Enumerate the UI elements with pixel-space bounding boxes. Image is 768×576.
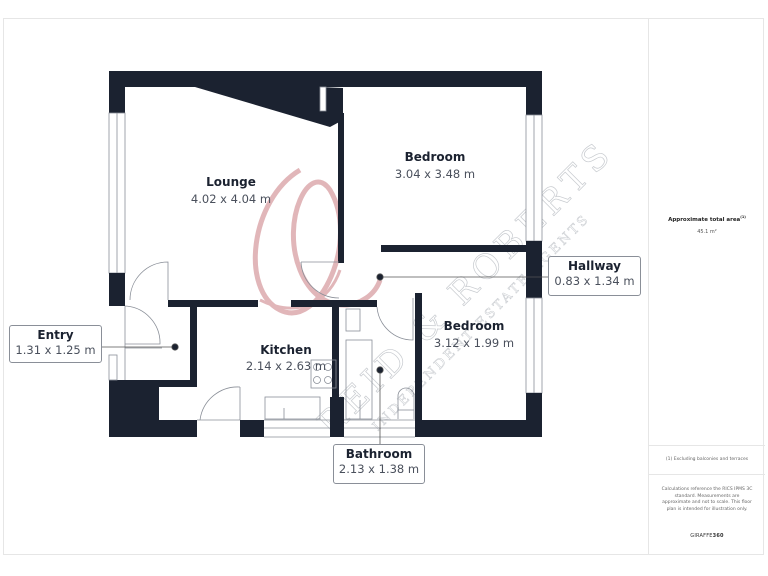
callout-leaders [102, 273, 548, 444]
walls [108, 71, 543, 437]
callout-bathroom-dims: 2.13 x 1.38 m [338, 462, 420, 476]
area-title-text: Approximate total area [668, 216, 741, 223]
area-footnote-mark: (1) [740, 215, 746, 219]
room-dims-kitchen: 2.14 x 2.63 m [246, 359, 326, 373]
callout-hallway-name: Hallway [567, 259, 621, 273]
disclaimer-text: Calculations reference the RICS IPMS 3C … [661, 487, 753, 512]
brand-prefix: GIRAFFE [690, 533, 713, 539]
brand-logo: GIRAFFE360 [649, 533, 765, 539]
room-name-bedroom-2: Bedroom [444, 319, 505, 333]
callout-hallway: Hallway 0.83 x 1.34 m [548, 256, 641, 296]
brand-suffix: 360 [712, 533, 724, 539]
area-footnote: (1) Excluding balconies and terraces [665, 457, 749, 462]
callout-entry: Entry 1.31 x 1.25 m [9, 325, 102, 363]
sidebar-divider-1 [649, 445, 765, 446]
callout-bathroom: Bathroom 2.13 x 1.38 m [333, 444, 425, 484]
room-name-kitchen: Kitchen [260, 343, 312, 357]
room-dims-bedroom-1: 3.04 x 3.48 m [395, 167, 475, 181]
area-value: 45.1 m² [697, 229, 717, 235]
callout-entry-name: Entry [37, 328, 74, 342]
callout-bathroom-name: Bathroom [345, 447, 413, 461]
callout-entry-dims: 1.31 x 1.25 m [15, 343, 96, 357]
room-name-lounge: Lounge [206, 175, 256, 189]
sidebar-divider-2 [649, 474, 765, 475]
room-dims-bedroom-2: 3.12 x 1.99 m [434, 336, 514, 350]
info-sidebar: Approximate total area(1) 45.1 m² (1) Ex… [648, 18, 765, 555]
area-title: Approximate total area(1) [649, 215, 765, 223]
room-name-bedroom-1: Bedroom [405, 150, 466, 164]
callout-hallway-dims: 0.83 x 1.34 m [554, 274, 635, 288]
room-dims-lounge: 4.02 x 4.04 m [191, 192, 271, 206]
fixtures [108, 261, 415, 438]
